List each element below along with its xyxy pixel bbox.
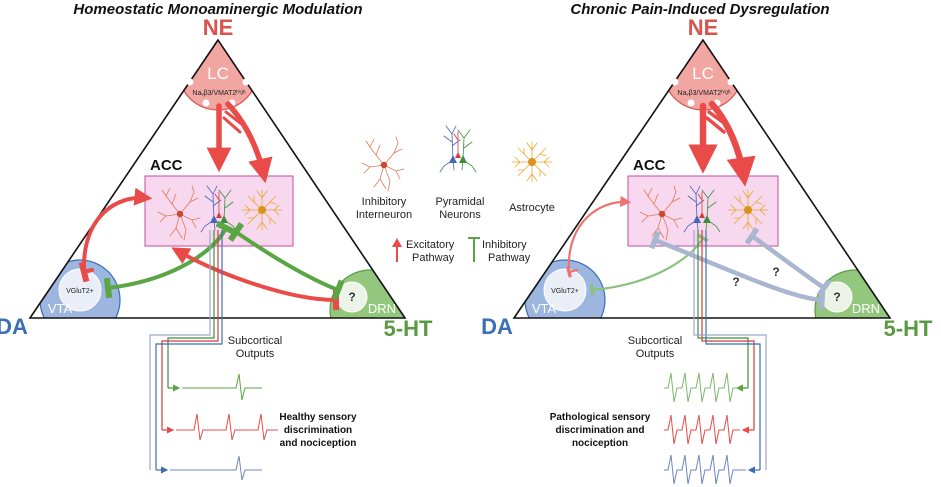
right-vta-nucleus [543, 268, 587, 312]
right-lc-marker: Naᵥβ3/VMAT2ʰⁱᵍʰ [677, 89, 730, 97]
left-acc-label: ACC [150, 157, 183, 174]
legend-astrocyte-line1: Astrocyte [509, 202, 555, 214]
legend-astrocyte-icon [511, 141, 553, 183]
right-drn-question: ? [833, 290, 840, 304]
legend-pyramidal-icon [439, 125, 477, 173]
right-lc-projections [688, 100, 756, 187]
right-ne-label: NE [688, 15, 719, 40]
right-panel-title: Chronic Pain-Induced Dysregulation [570, 1, 829, 18]
left-vta-label: VTA [48, 301, 73, 316]
right-astrocyte [727, 189, 769, 231]
left-outputs-line1: Subcortical [228, 335, 282, 347]
left-lc-label: LC [207, 64, 229, 83]
right-caption-line1: Pathological sensory [550, 412, 651, 423]
legend-pyramidal-line2: Neurons [439, 209, 481, 221]
left-da-label: DA [0, 314, 28, 339]
left-circuit-pathways [78, 187, 345, 311]
right-question-mark-1: ? [732, 275, 739, 289]
left-drn-label: DRN [368, 301, 396, 316]
left-caption-line3: and nociception [280, 438, 357, 449]
right-outputs-line1: Subcortical [628, 335, 682, 347]
left-caption-line1: Healthy sensory [279, 412, 357, 423]
left-vta-marker: VGluT2+ [66, 288, 94, 295]
left-outputs-line2: Outputs [236, 348, 275, 360]
left-lc-cell-dots [186, 63, 250, 107]
left-caption-line2: discrimination [284, 425, 352, 436]
right-5ht-label: 5-HT [884, 316, 933, 341]
left-lc-marker: Naᵥβ3/VMAT2ʰⁱᵍʰ [192, 89, 245, 97]
right-drn-label: DRN [852, 301, 880, 316]
right-question-mark-2: ? [772, 265, 779, 279]
right-acc-label: ACC [633, 157, 666, 174]
legend-inhibitory-line2: Pathway [488, 252, 531, 264]
left-astrocyte [241, 189, 283, 231]
right-vta-marker: VGluT2+ [551, 288, 579, 295]
right-lc-label: LC [692, 64, 714, 83]
legend-interneuron-icon [361, 136, 405, 192]
left-5ht-label: 5-HT [384, 316, 433, 341]
right-outputs-line2: Outputs [636, 348, 675, 360]
legend-interneuron-line2: Interneuron [356, 209, 412, 221]
left-subcortical-wires [149, 230, 223, 474]
left-drn-question: ? [348, 290, 355, 304]
left-panel-title: Homeostatic Monoaminergic Modulation [73, 1, 362, 18]
legend-interneuron-line1: Inhibitory [362, 196, 407, 208]
right-subcortical-wires [693, 230, 767, 474]
right-vta-label: VTA [532, 301, 557, 316]
legend-excitatory-line1: Excitatory [406, 239, 455, 251]
left-lc-projections [206, 101, 273, 184]
legend-inhibitory-icon [468, 237, 480, 262]
right-da-label: DA [481, 314, 513, 339]
left-spike-traces [170, 373, 278, 481]
right-spike-traces [664, 372, 746, 485]
legend-excitatory-line2: Pathway [412, 252, 455, 264]
legend-excitatory-icon [392, 238, 402, 262]
legend-inhibitory-line1: Inhibitory [482, 239, 527, 251]
right-caption-line2: discrimination and [556, 425, 645, 436]
left-ne-label: NE [203, 15, 234, 40]
legend-pyramidal-line1: Pyramidal [436, 196, 485, 208]
right-caption-line3: nociception [572, 438, 628, 449]
right-acc-box [627, 175, 779, 247]
